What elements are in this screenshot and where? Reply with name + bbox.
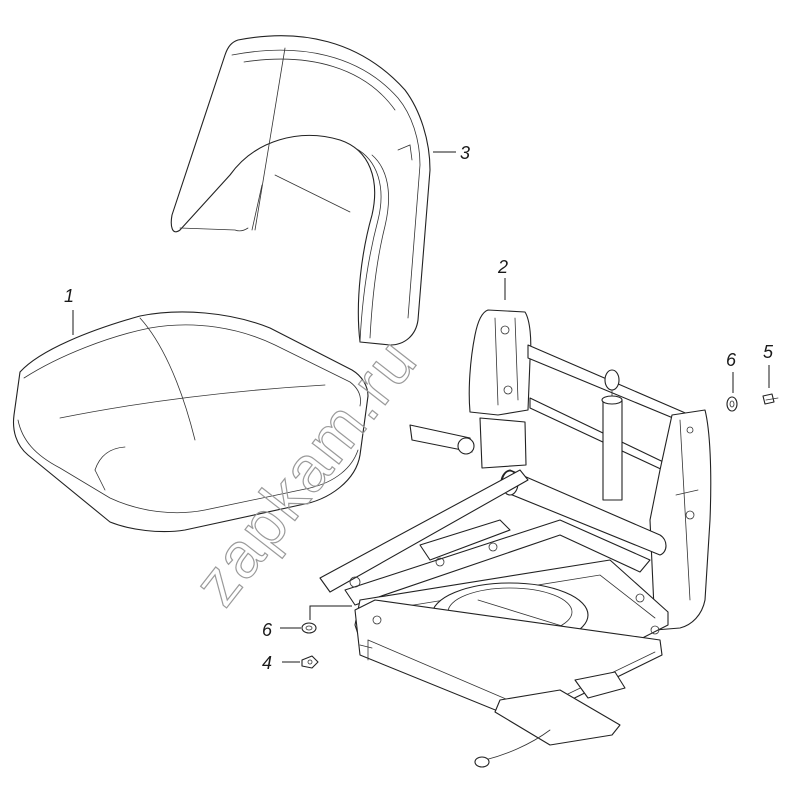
nut-left bbox=[301, 655, 319, 669]
bolt-right bbox=[762, 393, 779, 405]
callout-2: 2 bbox=[497, 257, 508, 277]
seat-frame bbox=[319, 309, 712, 768]
callout-6-right: 6 bbox=[726, 350, 737, 370]
callout-6-left: 6 bbox=[262, 620, 273, 640]
callout-4: 4 bbox=[262, 653, 272, 673]
callout-1: 1 bbox=[64, 286, 74, 306]
washer-left bbox=[301, 622, 317, 634]
washer-right bbox=[726, 396, 738, 412]
callout-3: 3 bbox=[460, 143, 470, 163]
callout-5: 5 bbox=[763, 342, 774, 362]
leader-lines bbox=[72, 151, 770, 663]
backrest bbox=[170, 35, 431, 346]
seat-cushion bbox=[12, 311, 369, 533]
